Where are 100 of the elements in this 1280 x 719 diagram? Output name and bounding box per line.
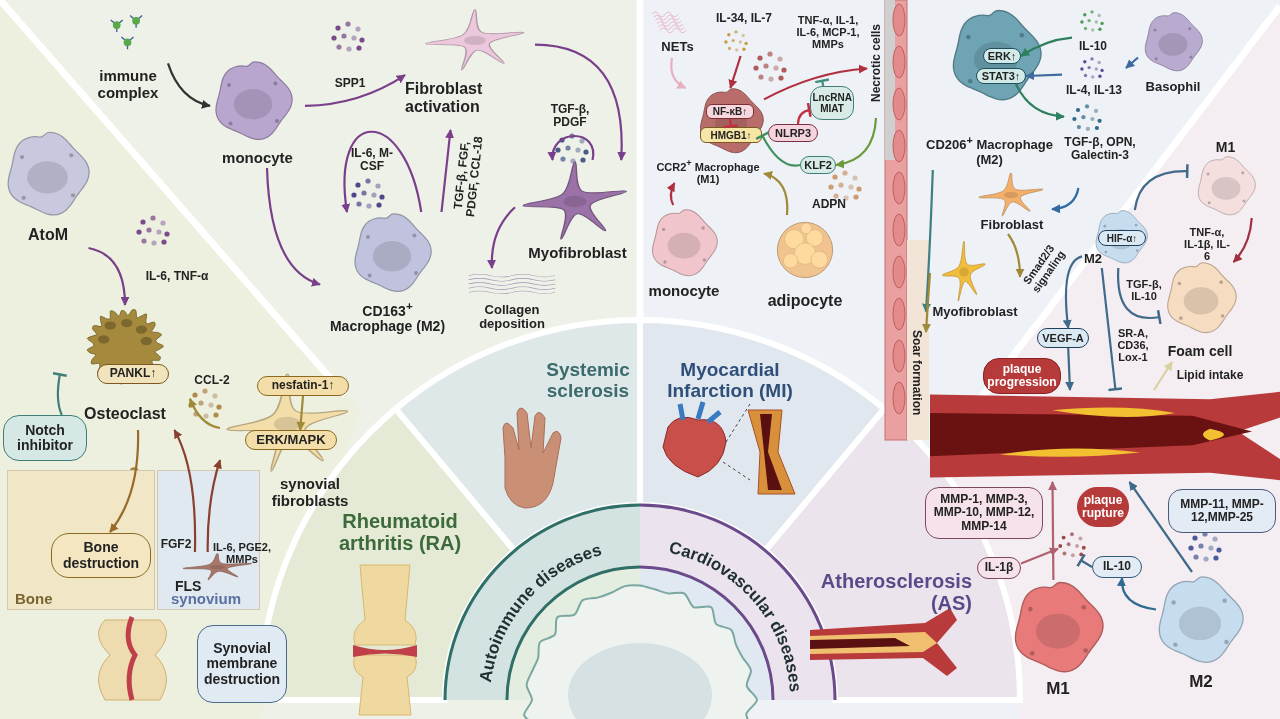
arrow: [341, 130, 423, 213]
cell-label: Fibroblast: [979, 218, 1045, 233]
inhibition-line: [1117, 267, 1162, 325]
edge-label: ADPN: [811, 198, 847, 212]
region-label: Bone: [15, 591, 54, 608]
arrow: [1020, 36, 1073, 57]
edge-label: IL-6, M-CSF: [350, 146, 394, 174]
arrow: [1062, 255, 1083, 329]
cytokine-label: TGF-β, OPN, Galectin-3: [1064, 136, 1136, 163]
cell-label: AtoM: [27, 226, 69, 244]
label-box: HIF-α↑: [1098, 230, 1146, 246]
edge-label: Lipid intake: [1176, 369, 1244, 383]
label-box: VEGF-A: [1037, 328, 1089, 348]
arrow: [1051, 187, 1080, 213]
cell-label: immune complex: [96, 68, 160, 101]
inhibition-line: [796, 102, 813, 125]
arrow: [763, 171, 789, 216]
cell-label: CCR2$^{+}$ Macrophage (M1): [655, 158, 761, 185]
label-box: nesfatin-1↑: [257, 376, 349, 396]
arrow: [1048, 481, 1058, 580]
label-box: LncRNA MIAT: [810, 86, 854, 120]
label-box: NLRP3: [768, 124, 818, 142]
arrow: [534, 43, 626, 161]
arrow: [188, 397, 221, 430]
arrow: [728, 55, 742, 89]
edge-label: TNF-α, IL-1β, IL-6: [1183, 225, 1231, 263]
inhibition-line: [1133, 164, 1189, 211]
cell-label: M2: [1082, 252, 1104, 267]
region-label: synovium: [171, 591, 243, 608]
label-box: IL-10: [1092, 556, 1142, 578]
cell-label: Collagen deposition: [478, 303, 546, 332]
arrow: [670, 57, 687, 89]
label-box: HMGB1↑: [700, 127, 762, 143]
vertical-label: Necrotic cells: [867, 8, 885, 118]
label-box: ERK/MAPK: [245, 430, 337, 450]
cytokine-label: IL-4, IL-13: [1065, 84, 1123, 98]
label-box: MMP-11, MMP-12,MMP-25: [1168, 489, 1276, 533]
cell-label: NETs: [660, 40, 695, 55]
cell-label: FLS: [175, 579, 202, 594]
edge-label: IL-6, PGE2, MMPs: [212, 540, 272, 566]
inhibition-line: [755, 131, 801, 167]
disease-title: Systemic sclerosis: [545, 360, 631, 402]
arrow: [166, 62, 211, 109]
edge-label: TGF-β, PDGF: [549, 102, 591, 130]
label-box: MMP-1, MMP-3, MMP-10, MMP-12, MMP-14: [925, 487, 1043, 539]
cell-label: M2: [1188, 673, 1214, 692]
cell-label: adipocyte: [766, 292, 844, 310]
inhibition-line: [723, 118, 738, 129]
arrow: [265, 167, 321, 286]
label-box: Bone destruction: [51, 533, 151, 578]
arrow: [922, 169, 934, 313]
cell-label: Foam cell: [1166, 344, 1234, 360]
arrow: [1065, 347, 1075, 391]
inhibition-line: [1076, 553, 1093, 568]
disease-title: Myocardial Infarction (MI): [666, 360, 794, 402]
edge-label: SR-A, CD36, Lox-1: [1116, 326, 1150, 364]
arrow: [1117, 577, 1157, 611]
arrow: [1025, 71, 1063, 81]
arrow: [548, 135, 595, 161]
cell-label: CD163$^{+}$ Macrophage (M2): [328, 300, 447, 335]
cytokine-label: IL-34, IL-7: [715, 12, 773, 26]
arrow: [1232, 217, 1253, 263]
arrow: [88, 246, 130, 306]
label-box: plaque progression: [983, 358, 1061, 394]
label-box: KLF2: [800, 156, 836, 174]
cell-label: Myofibroblast: [931, 305, 1019, 320]
label-box: Synovial membrane destruction: [197, 625, 287, 703]
disease-title: Atherosclerosis (AS): [819, 570, 972, 614]
arrow: [1153, 361, 1173, 391]
arrow: [922, 272, 932, 333]
edge-label: CCL-2: [193, 374, 231, 388]
edge-label: TGF-β, FGF, PDGF, CCL-18: [449, 134, 487, 220]
cell-label: CD206$^{+}$ Macrophage (M2): [925, 135, 1054, 167]
arrow: [296, 395, 306, 431]
arrow: [440, 129, 455, 213]
inhibition-line: [52, 372, 67, 416]
cell-label: monocyte: [648, 283, 720, 300]
edge-label: TNF-α, IL-1, IL-6, MCP-1, MMPs: [795, 13, 861, 51]
cell-label: Basophil: [1144, 80, 1202, 95]
cell-label: Fibroblast activation: [405, 80, 484, 116]
arrow: [1128, 481, 1193, 573]
arrow: [1015, 83, 1065, 121]
disease-title: Rheumatoid arthritis (RA): [337, 510, 463, 554]
edge-label: TGF-β, IL-10: [1126, 277, 1162, 303]
arrow: [1007, 233, 1025, 278]
label-box: PANKL↑: [97, 364, 169, 384]
arrow: [1020, 547, 1059, 565]
edge-label: IL-6, TNF-α: [144, 270, 210, 284]
arrow: [206, 459, 222, 552]
arrow: [666, 182, 676, 206]
arrow: [835, 117, 878, 168]
label-box: NF-κB↑: [706, 104, 754, 119]
arrow: [487, 206, 516, 269]
arrow: [1125, 56, 1139, 69]
bone-region: [7, 470, 155, 610]
edge-label: SPP1: [333, 77, 367, 91]
cell-label: Myofibroblast: [527, 245, 628, 262]
label-box: STAT3↑: [976, 68, 1026, 84]
cytokine-label: IL-10: [1078, 40, 1108, 54]
label-box: ERK↑: [983, 48, 1021, 64]
